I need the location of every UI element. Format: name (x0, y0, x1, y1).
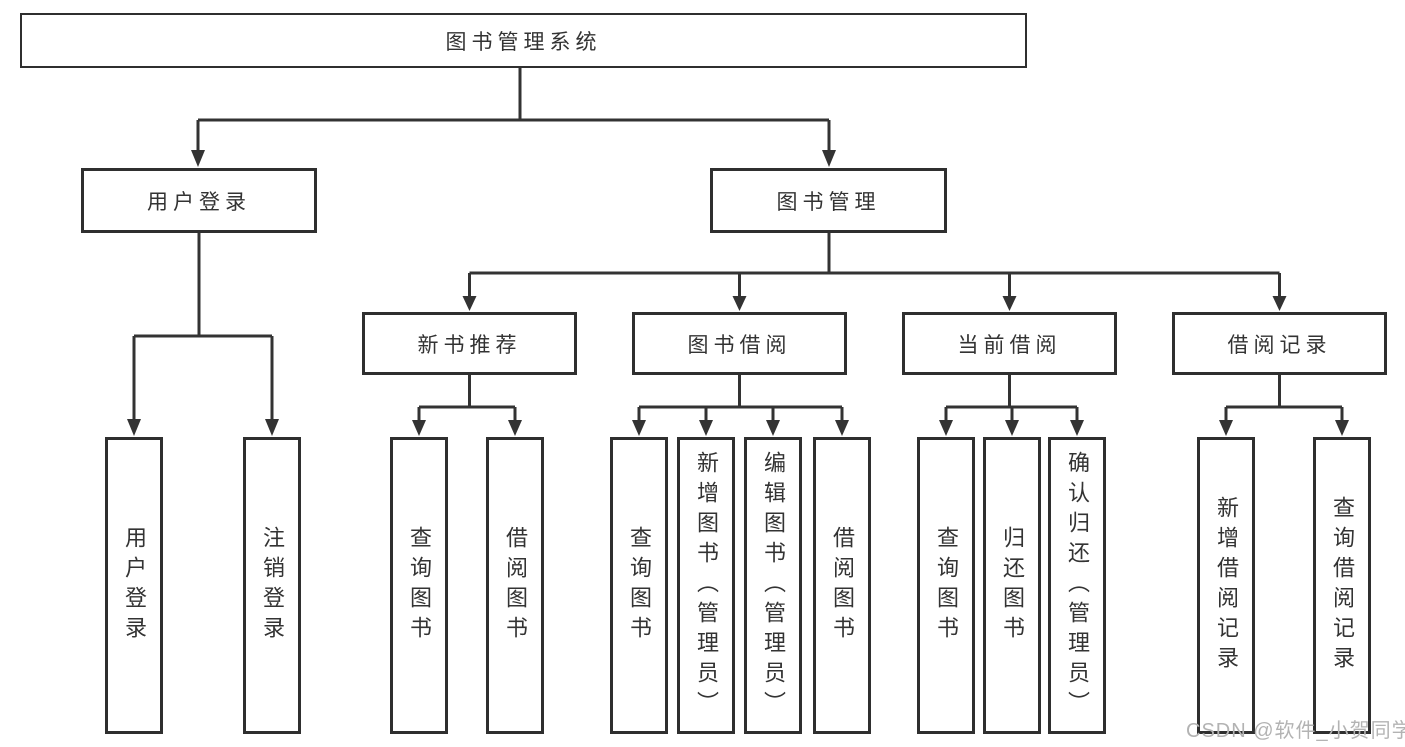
arrowhead (732, 296, 747, 311)
node-user-login-label: 用户登录 (147, 190, 251, 214)
leaf-confirm-return-admin-label: 确认归还（管理员） (1065, 450, 1090, 721)
leaf-add-books-admin-label: 新增图书（管理员） (694, 450, 719, 721)
node-user-login: 用户登录 (81, 168, 317, 233)
csdn-watermark: CSDN @软件_小贺同学 (1186, 720, 1405, 742)
leaf-user-login-label: 用户登录 (122, 525, 147, 646)
leaf-confirm-return-admin: 确认归还（管理员） (1048, 437, 1106, 734)
leaf-borrow-books-recommend: 借阅图书 (486, 437, 544, 734)
node-current-borrowing: 当前借阅 (902, 312, 1117, 375)
node-borrowing-records: 借阅记录 (1172, 312, 1387, 375)
arrowhead (822, 150, 836, 167)
leaf-return-books-label: 归还图书 (1000, 525, 1025, 646)
node-new-book-recommend: 新书推荐 (362, 312, 577, 375)
leaf-edit-books-admin-label: 编辑图书（管理员） (761, 450, 786, 721)
leaf-edit-books-admin: 编辑图书（管理员） (744, 437, 802, 734)
leaf-query-books-borrowing-label: 查询图书 (627, 525, 652, 646)
node-root-label: 图书管理系统 (445, 30, 602, 54)
arrowhead (462, 296, 477, 311)
arrowhead (1335, 420, 1349, 436)
leaf-add-books-admin: 新增图书（管理员） (677, 437, 735, 734)
arrowhead (1005, 420, 1019, 436)
arrowhead (412, 420, 426, 436)
arrowhead (265, 419, 279, 436)
leaf-borrow-books: 借阅图书 (813, 437, 871, 734)
leaf-add-borrow-record: 新增借阅记录 (1197, 437, 1255, 734)
arrowhead (835, 420, 849, 436)
arrowhead (191, 150, 205, 167)
arrowhead (939, 420, 953, 436)
node-borrowing-records-label: 借阅记录 (1227, 333, 1332, 357)
leaf-borrow-books-recommend-label: 借阅图书 (503, 525, 528, 646)
leaf-return-books: 归还图书 (983, 437, 1041, 734)
leaf-logout-label: 注销登录 (260, 525, 285, 646)
arrowhead (1272, 296, 1287, 311)
leaf-user-login: 用户登录 (105, 437, 163, 734)
leaf-borrow-books-label: 借阅图书 (830, 525, 855, 646)
arrowhead (127, 419, 141, 436)
arrowhead (1219, 420, 1233, 436)
leaf-query-borrow-record-label: 查询借阅记录 (1330, 495, 1355, 676)
arrowhead (632, 420, 646, 436)
arrowhead (699, 420, 713, 436)
node-book-management-label: 图书管理 (776, 190, 881, 214)
leaf-query-books-recommend-label: 查询图书 (407, 525, 432, 646)
arrowhead (1002, 296, 1017, 311)
node-book-borrowing-label: 图书借阅 (687, 333, 792, 357)
leaf-query-borrow-record: 查询借阅记录 (1313, 437, 1371, 734)
leaf-query-books-current-label: 查询图书 (934, 525, 959, 646)
leaf-query-books-borrowing: 查询图书 (610, 437, 668, 734)
node-root: 图书管理系统 (20, 13, 1027, 68)
arrowhead (766, 420, 780, 436)
leaf-add-borrow-record-label: 新增借阅记录 (1214, 495, 1239, 676)
node-book-management: 图书管理 (710, 168, 947, 233)
leaf-query-books-current: 查询图书 (917, 437, 975, 734)
arrowhead (508, 420, 522, 436)
leaf-logout: 注销登录 (243, 437, 301, 734)
arrowhead (1070, 420, 1084, 436)
node-current-borrowing-label: 当前借阅 (957, 333, 1062, 357)
node-new-book-recommend-label: 新书推荐 (417, 333, 522, 357)
leaf-query-books-recommend: 查询图书 (390, 437, 448, 734)
node-book-borrowing: 图书借阅 (632, 312, 847, 375)
